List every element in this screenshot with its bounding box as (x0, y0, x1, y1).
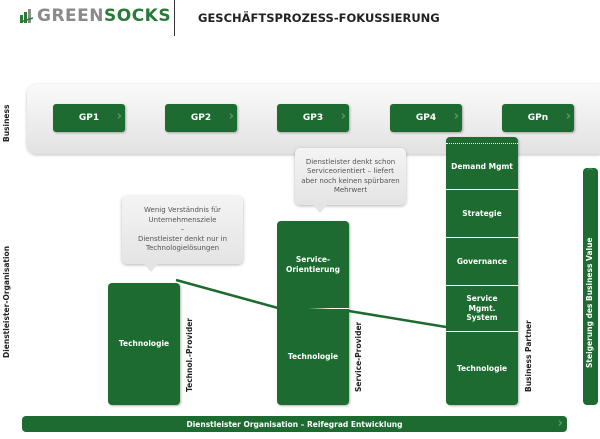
callout-text: Dienstleister denkt nur in Technologielö… (137, 234, 228, 253)
process-gp2[interactable]: GP2 › (165, 104, 237, 132)
chevron-right-icon: › (565, 109, 571, 124)
cell-technologie: Technologie (118, 339, 170, 349)
chevron-right-icon: › (453, 109, 459, 124)
process-label: GP2 (190, 113, 212, 123)
maturity-bar-label: Dienstleister Organisation – Reifegrad E… (186, 419, 403, 429)
process-gp1[interactable]: GP1 › (53, 104, 125, 132)
maturity-bar: Dienstleister Organisation – Reifegrad E… (22, 416, 567, 432)
business-partner-column: Demand Mgmt Strategie Governance Service… (446, 137, 518, 405)
cell-strategie: Strategie (446, 190, 518, 238)
page-title: GESCHÄFTSPROZESS-FOKUSSIERUNG (198, 11, 440, 25)
callout-dash: – (180, 225, 185, 234)
chevron-up-icon: ^ (586, 167, 595, 178)
header-divider (174, 0, 175, 36)
process-label: GPn (527, 113, 549, 123)
business-value-label: Steigerung des Business Value (585, 237, 594, 369)
process-label: GP1 (78, 113, 100, 123)
service-provider-label: Service-Provider (354, 321, 363, 392)
process-gp3[interactable]: GP3 › (277, 104, 349, 132)
cell-technologie: Technologie (456, 363, 508, 373)
logo-text-socks: SOCKS (104, 6, 172, 26)
business-partner-label: Business Partner (524, 320, 533, 392)
process-label: GP3 (302, 113, 324, 123)
process-gpn[interactable]: GPn › (502, 104, 574, 132)
tech-provider-column: Technologie (108, 283, 180, 405)
chevron-right-icon: › (116, 109, 122, 124)
logo-text-green: GREEN (37, 6, 104, 26)
chevron-right-icon: › (557, 416, 563, 431)
tech-provider-callout: Wenig Verständnis für Unternehmensziele … (122, 196, 243, 272)
process-gp4[interactable]: GP4 › (390, 104, 462, 132)
cell-technologie: Technologie (287, 352, 339, 362)
cell-demand-mgmt: Demand Mgmt (446, 143, 518, 190)
business-value-arrow: ^ Steigerung des Business Value (583, 167, 598, 405)
chevron-right-icon: › (228, 109, 234, 124)
cell-governance: Governance (446, 238, 518, 286)
trend-line (175, 278, 447, 329)
service-provider-callout: Dienstleister denkt schon Serviceorienti… (295, 148, 406, 213)
process-label: GP4 (415, 113, 437, 123)
callout-text: Wenig Verständnis für Unternehmensziele (144, 206, 221, 224)
chevron-right-icon: › (340, 109, 346, 124)
bar-chart-icon (20, 9, 34, 23)
callout-text: Dienstleister denkt schon Serviceorienti… (301, 157, 400, 194)
tech-provider-label: Technol.-Provider (185, 318, 194, 392)
cell-service-mgmt-system: Service Mgmt. System (446, 286, 518, 332)
